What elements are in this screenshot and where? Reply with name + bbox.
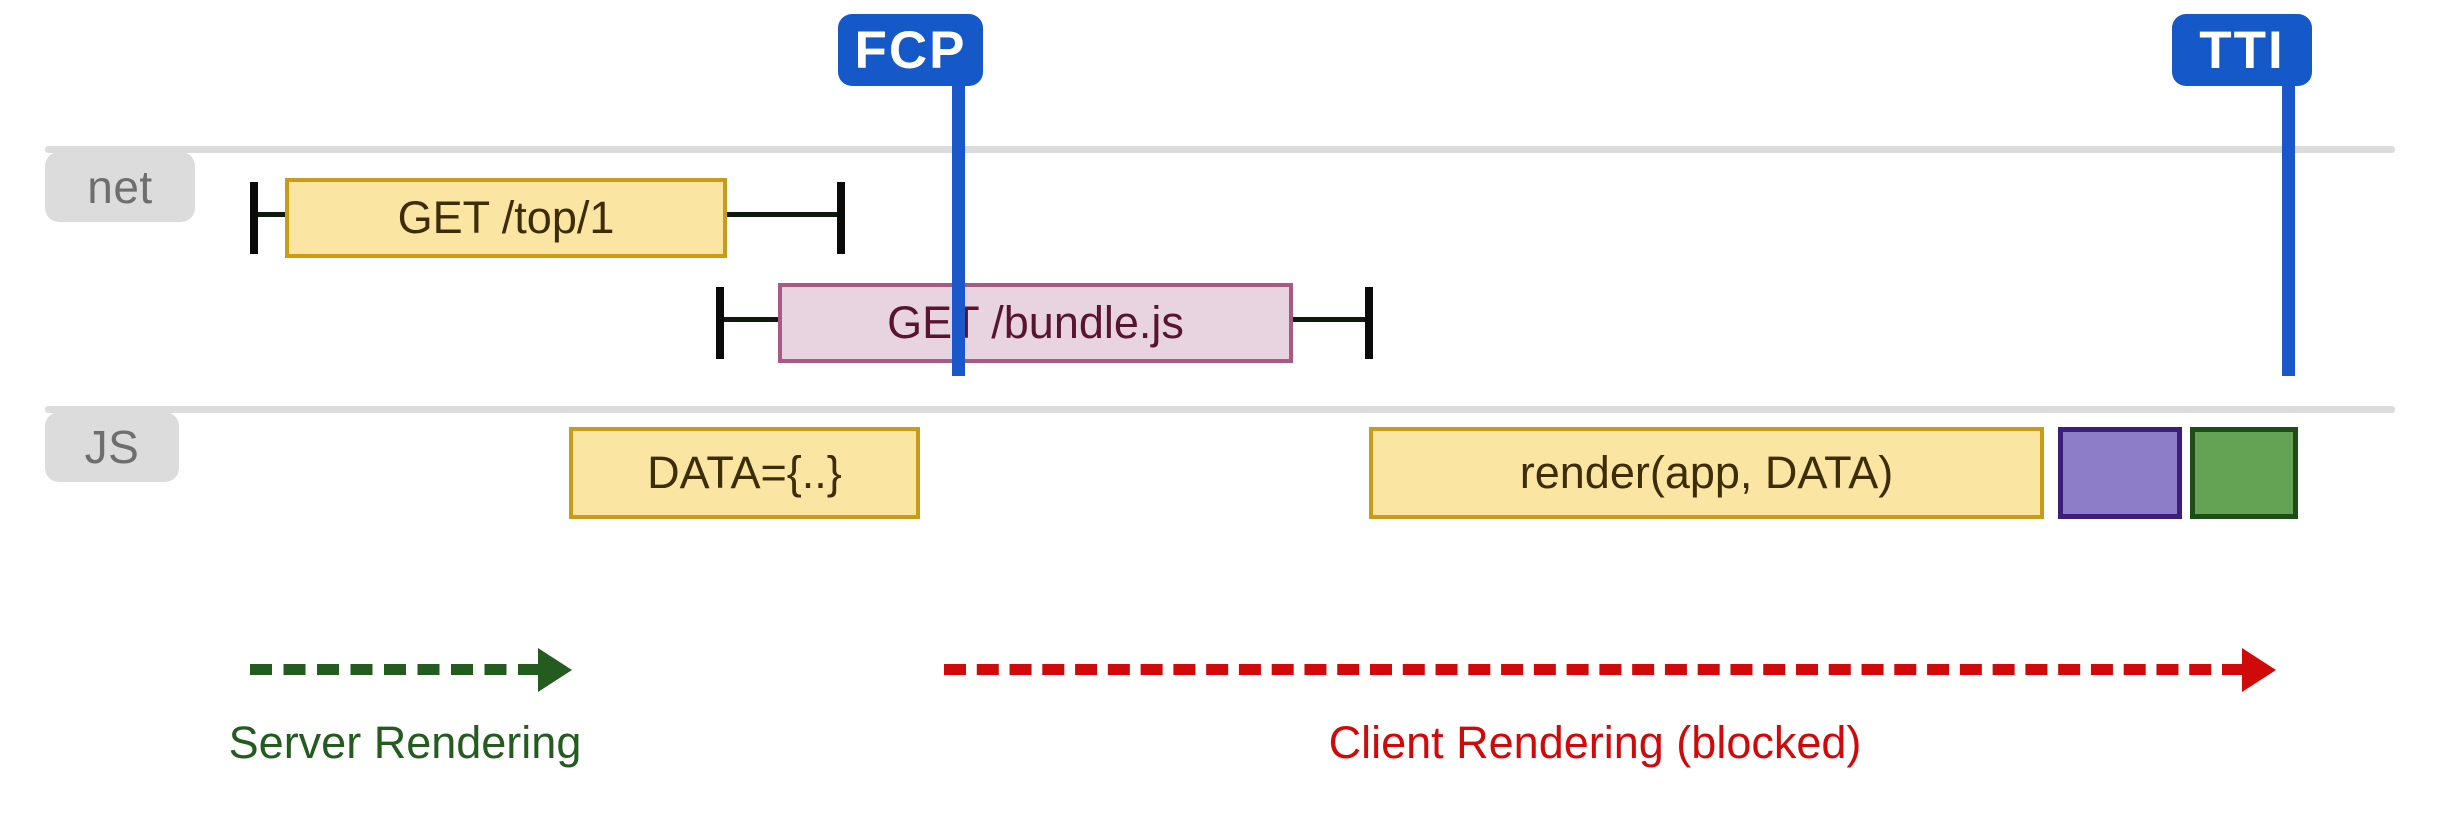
lane-label-js: JS xyxy=(45,412,179,482)
marker-badge-fcp-label: FCP xyxy=(854,20,967,80)
task-green-block[interactable] xyxy=(2190,427,2298,519)
latency-whisker-cap-end-get-top-1 xyxy=(837,182,845,254)
latency-whisker-cap-end-get-bundle-js xyxy=(1365,287,1373,359)
lane-rule-js xyxy=(45,406,2395,413)
lane-label-js-text: JS xyxy=(84,421,140,473)
phase-label-client-rendering-blocked: Client Rendering (blocked) xyxy=(1120,717,2070,769)
marker-badge-tti[interactable]: TTI xyxy=(2172,14,2312,86)
phase-arrow-server-rendering-head xyxy=(538,648,572,692)
task-render-app-data-label: render(app, DATA) xyxy=(1519,447,1894,498)
phase-arrow-client-rendering-line xyxy=(944,664,2244,675)
lane-label-net-text: net xyxy=(87,161,153,213)
marker-badge-fcp[interactable]: FCP xyxy=(838,14,983,86)
marker-line-tti xyxy=(2282,80,2295,376)
phase-label-server-rendering: Server Rendering xyxy=(190,717,620,769)
marker-line-fcp xyxy=(952,80,965,376)
task-get-top-1[interactable]: GET /top/1 xyxy=(285,178,727,258)
task-render-app-data[interactable]: render(app, DATA) xyxy=(1369,427,2044,519)
lane-label-net: net xyxy=(45,152,195,222)
phase-arrow-client-rendering-head xyxy=(2242,648,2276,692)
latency-whisker-cap-start-get-top-1 xyxy=(250,182,258,254)
phase-label-server-rendering-text: Server Rendering xyxy=(228,717,582,768)
task-data-assign[interactable]: DATA={..} xyxy=(569,427,920,519)
task-get-bundle-js-label: GET /bundle.js xyxy=(887,297,1184,348)
task-get-bundle-js[interactable]: GET /bundle.js xyxy=(778,283,1293,363)
task-get-top-1-label: GET /top/1 xyxy=(397,192,615,243)
marker-badge-tti-label: TTI xyxy=(2199,20,2285,80)
task-data-assign-label: DATA={..} xyxy=(647,447,842,498)
latency-whisker-cap-start-get-bundle-js xyxy=(716,287,724,359)
phase-arrow-server-rendering-line xyxy=(250,664,540,675)
task-purple-block[interactable] xyxy=(2058,427,2182,519)
lane-rule-net xyxy=(45,146,2395,153)
phase-label-client-rendering-blocked-text: Client Rendering (blocked) xyxy=(1328,717,1862,768)
